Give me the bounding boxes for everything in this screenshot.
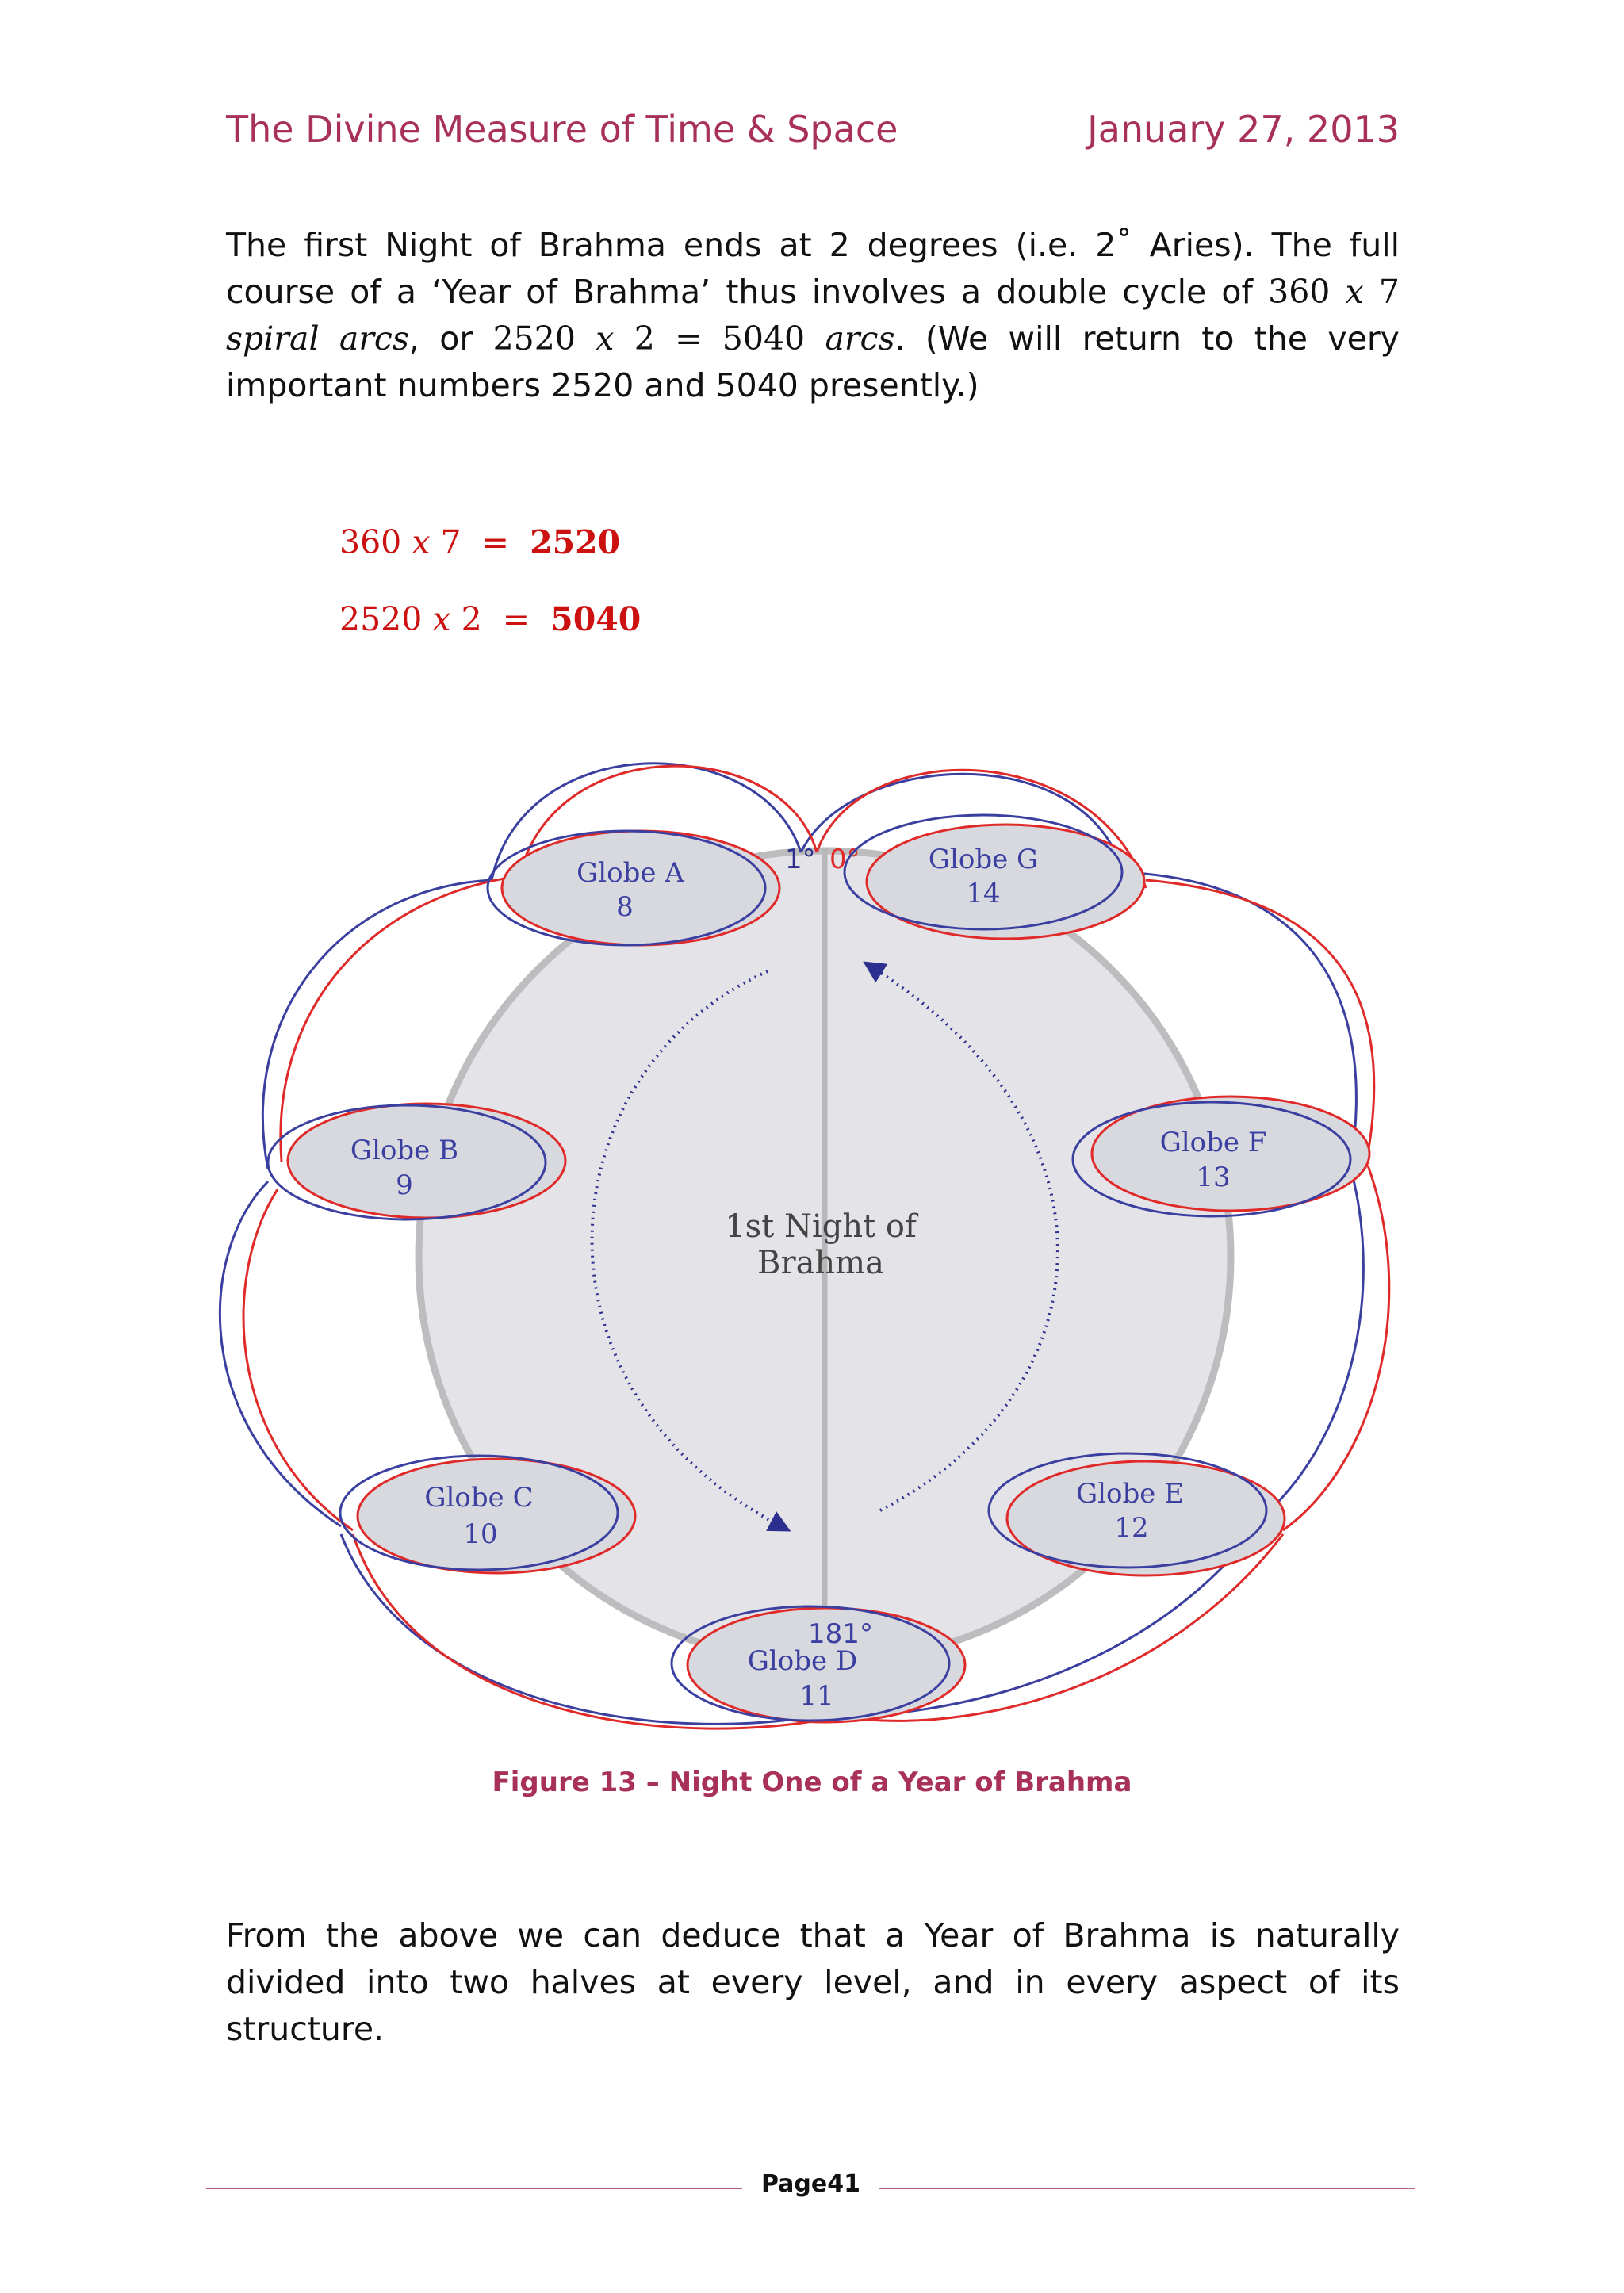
globe-e-number: 12: [1114, 1512, 1148, 1544]
math-term: =: [675, 320, 703, 358]
para-text: or: [439, 320, 493, 358]
arc-red: [840, 1533, 1285, 1722]
right-rotation-arrow: [863, 961, 1059, 1512]
globe-b: Globe B 9: [266, 1102, 567, 1221]
arc-red: [351, 1533, 841, 1730]
arc-blue: [799, 772, 1124, 869]
arc-red: [1145, 879, 1376, 1154]
math-term: spiral arcs: [226, 320, 409, 358]
equation-1: 360 x 7 = 2520: [339, 523, 620, 561]
arc-blue: [339, 1533, 814, 1725]
eq-result: 2520: [530, 523, 621, 561]
equation-2: 2520 x 2 = 5040: [339, 600, 641, 638]
globe-c-number: 10: [463, 1518, 497, 1550]
globe-a-name: Globe A: [576, 857, 684, 889]
arc-red: [815, 768, 1147, 889]
eq-operator: x: [432, 600, 451, 638]
eq-operand: 360: [339, 523, 402, 561]
arc-blue: [1260, 1173, 1365, 1520]
red-arcs: [242, 764, 1391, 1730]
math-term: x: [1345, 273, 1364, 311]
left-rotation-arrow: [590, 970, 791, 1532]
arc-red: [1282, 1165, 1391, 1532]
arc-red: [242, 1189, 354, 1532]
page-number: Page41: [742, 2170, 879, 2198]
eq-result: 5040: [550, 600, 642, 638]
eq-equals: =: [481, 523, 510, 561]
center-label-line2: Brahma: [757, 1245, 884, 1281]
arc-red: [279, 875, 520, 1162]
paragraph-intro: The first Night of Brahma ends at 2 degr…: [226, 222, 1400, 409]
page-footer: Page41: [206, 2169, 1415, 2208]
globe-f-number: 13: [1196, 1162, 1230, 1193]
math-term: 2: [634, 320, 655, 358]
arc-blue: [1121, 871, 1358, 1158]
globe-c: Globe C 10: [339, 1454, 637, 1575]
arc-blue: [261, 879, 492, 1170]
globe-c-name: Globe C: [424, 1482, 533, 1514]
page-header: The Divine Measure of Time & Space Janua…: [226, 108, 1400, 151]
para-text: . (We will return to the very important …: [226, 320, 1400, 404]
deg-top-left: 1°: [785, 844, 816, 875]
globe-d-number: 11: [799, 1680, 833, 1712]
globe-g-name: Globe G: [929, 844, 1038, 875]
header-title: The Divine Measure of Time & Space: [226, 108, 898, 151]
deg-bottom: 181°: [808, 1618, 873, 1650]
math-term: x: [596, 320, 615, 358]
math-term: arcs: [825, 320, 895, 358]
arc-blue: [218, 1180, 342, 1528]
math-term: 5040: [722, 320, 806, 358]
center-label-line1: 1st Night of: [725, 1208, 919, 1245]
eq-operator: x: [412, 523, 431, 561]
globe-b-number: 9: [396, 1169, 413, 1201]
header-date: January 27, 2013: [1087, 108, 1400, 151]
globe-e: Globe E 12: [987, 1452, 1286, 1577]
eq-operand: 7: [440, 523, 462, 561]
math-term: 360: [1268, 273, 1331, 311]
eq-operand: 2520: [339, 600, 423, 638]
globe-cycle-diagram: 1° 0° 1st Night of Brahma Globe A 8 Glob…: [218, 762, 1391, 1730]
globe-d-name: Globe D: [748, 1645, 857, 1677]
para-text: The first Night of Brahma ends at 2 degr…: [226, 226, 1400, 311]
globe-g-number: 14: [966, 878, 1000, 909]
globe-e-name: Globe E: [1076, 1478, 1184, 1510]
eq-equals: =: [502, 600, 530, 638]
arc-red: [518, 764, 818, 877]
globe-a-number: 8: [616, 891, 634, 923]
footer-rule-left: [206, 2188, 753, 2189]
globe-b-name: Globe B: [350, 1135, 458, 1166]
eq-operand: 2: [461, 600, 482, 638]
globe-f: Globe F 13: [1071, 1095, 1371, 1218]
globe-f-name: Globe F: [1160, 1127, 1267, 1158]
globe-a: Globe A 8: [486, 829, 781, 947]
globe-g: Globe G 14: [843, 813, 1146, 940]
figure-caption: Figure 13 – Night One of a Year of Brahm…: [492, 1767, 1132, 1798]
paragraph-conclusion: From the above we can deduce that a Year…: [226, 1916, 1400, 2048]
globe-d: 181° Globe D 11: [670, 1605, 967, 1724]
math-term: 2520: [492, 320, 576, 358]
para-text: ,: [408, 320, 419, 358]
arc-blue: [490, 762, 802, 881]
footer-rule-right: [868, 2188, 1415, 2189]
math-term: 7: [1378, 273, 1400, 311]
